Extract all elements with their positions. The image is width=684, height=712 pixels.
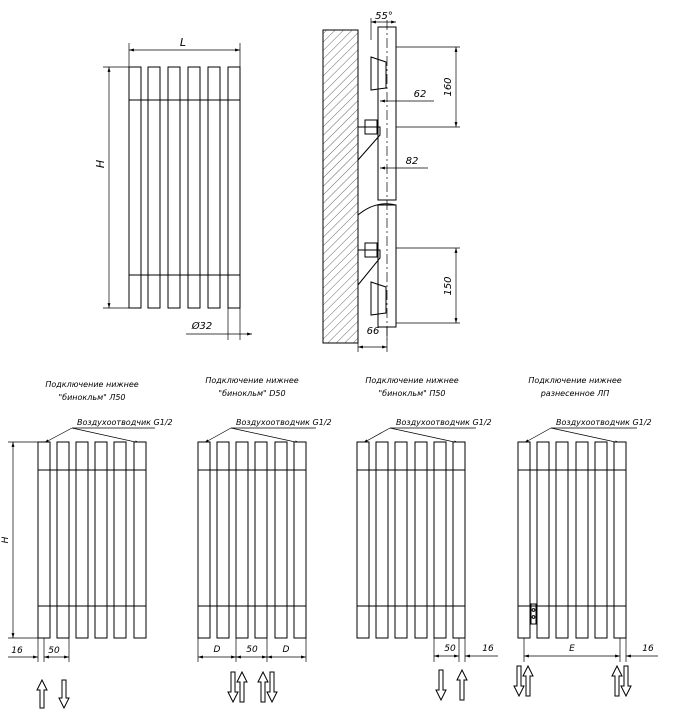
flow-arrow-up-icon <box>611 664 623 697</box>
variant-3-tubes <box>356 441 466 639</box>
variant-1-title-line2: "бинокльм" Л50 <box>58 393 125 402</box>
front-tubes <box>128 66 241 309</box>
variant-3-title-line1: Подключение нижнее <box>365 376 458 385</box>
variant-4-title-line2: разнесенное ЛП <box>540 389 610 398</box>
variant-4-title-line1: Подключение нижнее <box>528 376 621 385</box>
flow-arrow-up-icon <box>456 668 468 701</box>
dim-width-label: L <box>180 36 186 49</box>
variant-2-title-line2: "бинокльм" D50 <box>218 389 285 398</box>
flow-arrow-up-icon <box>36 678 48 709</box>
dim-mid-bracket-label: 82 <box>406 156 419 167</box>
flow-arrow-down-icon <box>266 671 278 704</box>
flow-arrow-down-icon <box>227 671 239 704</box>
variant-4-dim-16: 16 <box>642 644 654 654</box>
dim-top-pipe-label: 160 <box>443 77 454 96</box>
variant-1-tubes <box>37 441 147 639</box>
flow-arrow-down-icon <box>620 665 632 698</box>
dim-bottom-pipe-label: 150 <box>443 276 454 295</box>
flow-arrow-down-icon <box>58 679 70 710</box>
variant-2-dim-d-right: D <box>283 645 290 655</box>
variant-3-air-vent: Воздухоотводчик G1/2 <box>396 418 492 427</box>
variant-2-tubes <box>197 441 307 639</box>
variant-4-tubes <box>517 441 627 639</box>
dim-tube-label: Ø32 <box>191 320 213 332</box>
variant-1-dim-16: 16 <box>11 646 23 656</box>
front-view: L H Ø32 <box>94 36 252 340</box>
flow-arrow-down-icon <box>513 665 525 698</box>
variant-3-title-line2: "бинокльм" П50 <box>378 389 445 398</box>
variant-left-connection: Подключение нижнее "бинокльм" Л50 Воздух… <box>1 380 173 710</box>
variant-diagonal-connection: Подключение нижнее "бинокльм" D50 Воздух… <box>197 376 332 704</box>
variant-4-air-vent: Воздухоотводчик G1/2 <box>556 418 652 427</box>
variant-1-dim-50: 50 <box>48 646 60 656</box>
variant-2-air-vent: Воздухоотводчик G1/2 <box>236 418 332 427</box>
variant-split-connection: Подключение нижнее разнесенное ЛП Воздух… <box>513 376 658 698</box>
variant-2-title-line1: Подключение нижнее <box>205 376 298 385</box>
variant-3-dim-16: 16 <box>482 644 494 654</box>
variant-3-dim-50: 50 <box>444 644 456 654</box>
flow-arrow-up-icon <box>257 670 269 703</box>
variant-4-dim-e: E <box>569 644 575 654</box>
dim-height-label: H <box>94 160 107 168</box>
wall-hatch <box>322 29 359 344</box>
flow-arrow-down-icon <box>435 669 447 702</box>
dim-top-bracket-label: 62 <box>414 89 427 100</box>
flow-arrow-up-icon <box>522 664 534 697</box>
variant-2-dim-50: 50 <box>246 645 258 655</box>
variant-2-dim-d-left: D <box>214 645 221 655</box>
side-view: 55° 160 62 82 150 66 <box>322 11 460 352</box>
dim-angle-label: 55° <box>375 11 393 22</box>
variant-1-air-vent: Воздухоотводчик G1/2 <box>77 418 173 427</box>
dim-wall-offset-label: 66 <box>367 326 380 337</box>
variant-1-dim-h: H <box>1 536 11 543</box>
variant-right-connection: Подключение нижнее "бинокльм" П50 Воздух… <box>356 376 498 702</box>
flow-arrow-up-icon <box>236 670 248 703</box>
variant-1-title-line1: Подключение нижнее <box>45 380 138 389</box>
